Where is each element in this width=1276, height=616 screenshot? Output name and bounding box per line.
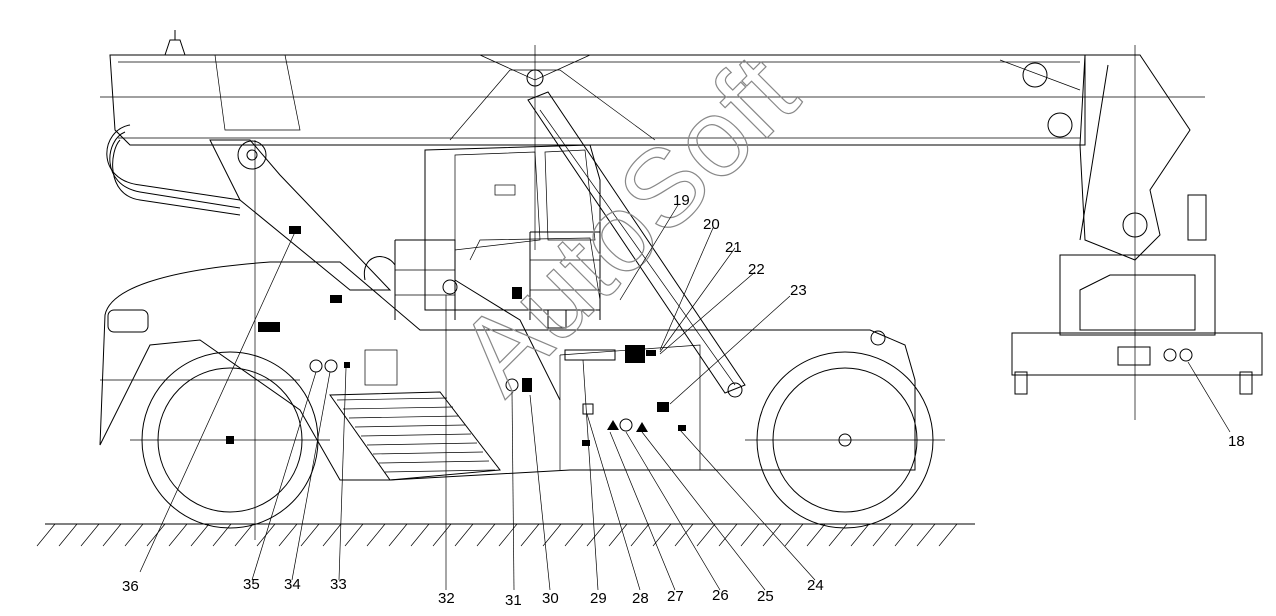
handrails	[363, 231, 601, 401]
callout-34: 34	[284, 576, 301, 593]
lift-cylinder	[527, 91, 746, 398]
callout-27: 27	[667, 588, 684, 605]
callout-25: 25	[757, 588, 774, 605]
callout-20: 20	[703, 216, 720, 233]
leader-lines	[139, 204, 1231, 591]
chassis	[99, 261, 916, 481]
callout-36: 36	[122, 578, 139, 595]
callout-labels: 18 19 20 21 22 23 24 25 26 27 28 29 30 3…	[122, 192, 1245, 609]
boom-pivot	[209, 139, 392, 540]
callout-23: 23	[790, 282, 807, 299]
hose-bundle	[106, 124, 241, 216]
callout-28: 28	[632, 590, 649, 607]
callout-19: 19	[673, 192, 690, 209]
rear-view	[1011, 45, 1263, 420]
boom	[100, 30, 1205, 250]
callout-29: 29	[590, 590, 607, 607]
callout-30: 30	[542, 590, 559, 607]
callout-22: 22	[748, 261, 765, 278]
callout-21: 21	[725, 239, 742, 256]
callout-31: 31	[505, 592, 522, 609]
callout-35: 35	[243, 576, 260, 593]
callout-24: 24	[807, 577, 824, 594]
front-wheel	[745, 330, 945, 529]
callout-18: 18	[1228, 433, 1245, 450]
rear-wheel	[130, 351, 330, 529]
decal-icons	[258, 226, 686, 446]
callout-26: 26	[712, 587, 729, 604]
callout-32: 32	[438, 590, 455, 607]
engine-grille	[329, 391, 501, 481]
callout-33: 33	[330, 576, 347, 593]
